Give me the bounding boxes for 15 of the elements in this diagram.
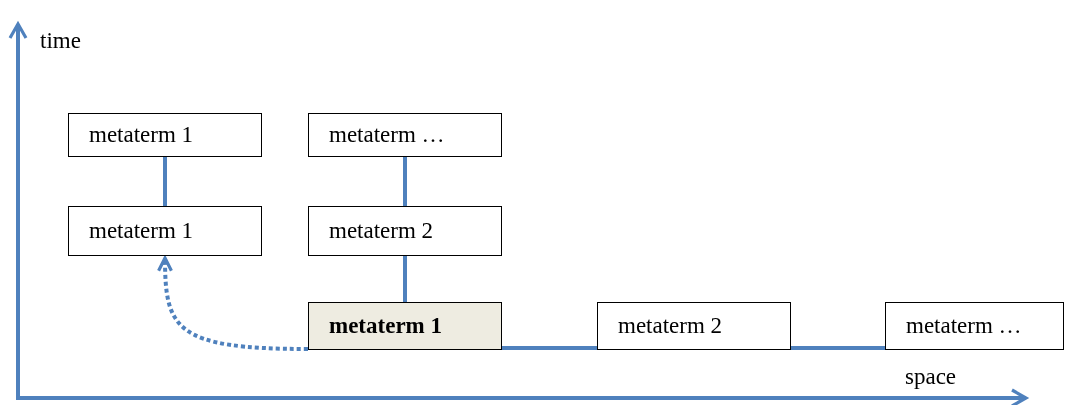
term-box: metaterm 1 bbox=[68, 206, 262, 256]
term-box: metaterm … bbox=[308, 113, 502, 157]
term-box: metaterm 2 bbox=[597, 302, 791, 350]
term-box: metaterm 2 bbox=[308, 206, 502, 256]
axis-label: space bbox=[905, 364, 957, 390]
axis-label: time bbox=[40, 28, 81, 54]
dashed-arrow bbox=[157, 256, 309, 351]
connector-line bbox=[502, 346, 597, 350]
highlighted-term-box: metaterm 1 bbox=[308, 302, 502, 350]
connector-line bbox=[403, 256, 407, 302]
term-box: metaterm 1 bbox=[68, 113, 262, 157]
connector-line bbox=[791, 346, 885, 350]
connector-line bbox=[163, 157, 167, 206]
term-box: metaterm … bbox=[885, 302, 1064, 350]
connector-line bbox=[403, 157, 407, 206]
